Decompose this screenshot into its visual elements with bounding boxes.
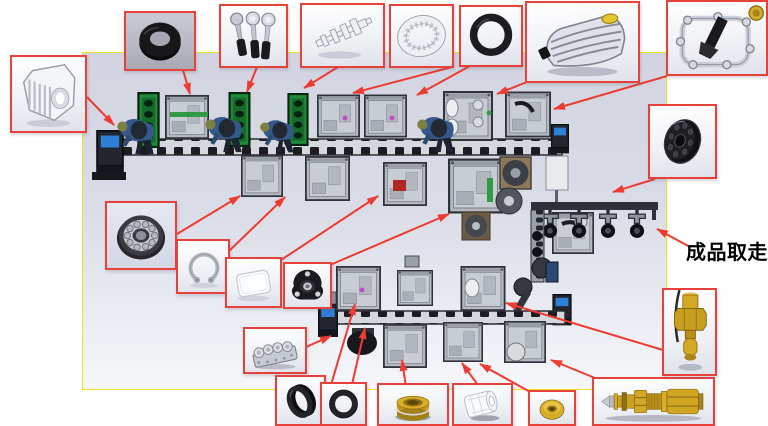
callout-gold-grommet [528, 390, 576, 426]
needle-bearing-icon [397, 14, 446, 58]
callout-brass-valve [592, 377, 715, 426]
piston-wireframe-icon [463, 390, 500, 422]
flange-icon [292, 269, 323, 300]
callout-gasket-frame [666, 0, 768, 76]
callout-brass-seal [377, 383, 449, 426]
callout-brass-fitting [662, 288, 717, 376]
callout-cover-plate [225, 257, 282, 308]
connecting-rods-icon [230, 11, 276, 60]
brass-seal-icon [395, 395, 431, 422]
flat-ring-icon [329, 389, 358, 419]
gasket-frame-icon [675, 5, 764, 70]
callout-large-seal-ring [124, 11, 196, 71]
brass-fitting-icon [673, 290, 707, 371]
callout-snap-ring [176, 239, 230, 294]
callout-tilted-ring [275, 375, 326, 426]
gold-grommet-icon [539, 399, 565, 420]
tilted-ring-icon [286, 384, 316, 418]
callout-crankcase [10, 55, 87, 133]
plate-icon [235, 269, 272, 302]
callout-valve-plate [243, 327, 307, 374]
crankshaft-icon [315, 17, 373, 59]
snap-ring-icon [188, 252, 220, 288]
callout-connecting-rods [219, 4, 288, 68]
tire-seal-icon [139, 22, 181, 61]
head-cover-icon [538, 13, 626, 77]
o-ring-icon [469, 13, 513, 57]
callout-o-ring [459, 5, 523, 67]
pulley-icon [663, 119, 702, 164]
callout-ball-bearing [105, 201, 177, 270]
callout-piston [452, 383, 513, 426]
brass-valve-icon [601, 388, 704, 422]
finished-product-label: 成品取走 [686, 242, 768, 264]
ball-bearing-icon [116, 215, 166, 260]
callout-flat-ring [320, 382, 367, 426]
callout-pulley [648, 104, 717, 179]
callout-head-cover [525, 1, 640, 83]
callout-needle-bearing [389, 4, 454, 68]
valve-plate-icon [252, 341, 298, 370]
callout-flange [283, 262, 332, 309]
callout-crankshaft [300, 3, 385, 68]
crankcase-housing-icon [22, 64, 76, 127]
